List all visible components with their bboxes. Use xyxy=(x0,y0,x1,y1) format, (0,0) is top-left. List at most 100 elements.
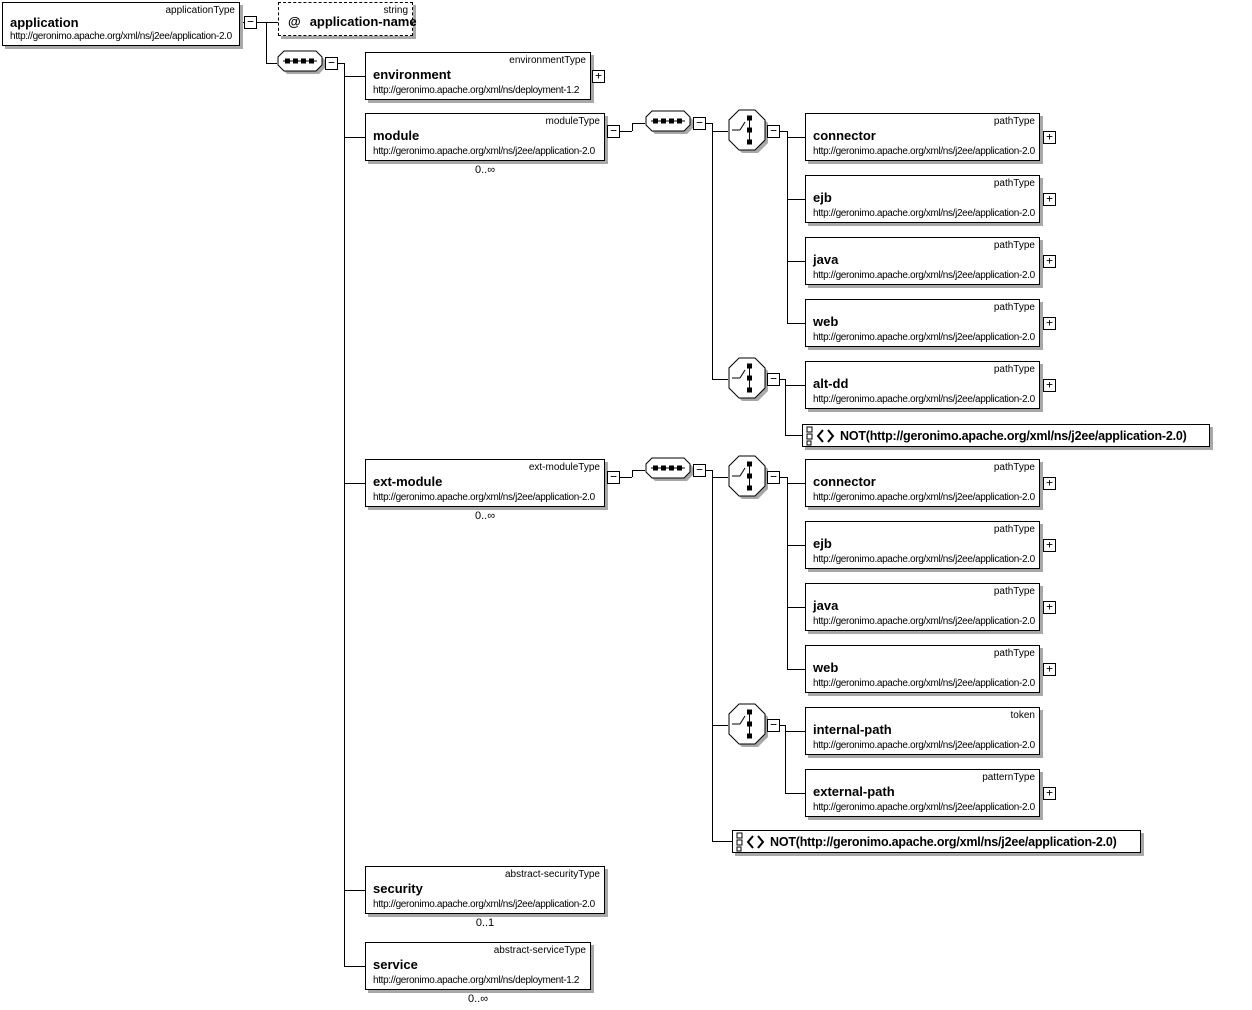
element-box-service[interactable]: abstract-serviceType service http://gero… xyxy=(365,942,591,990)
attribute-type-label: string xyxy=(383,5,408,16)
connector-line xyxy=(344,483,365,484)
element-box-module-ejb[interactable]: pathType ejb http://geronimo.apache.org/… xyxy=(805,175,1040,223)
collapse-button[interactable]: − xyxy=(607,471,620,484)
sequence-connector[interactable] xyxy=(277,50,327,81)
expand-button[interactable]: + xyxy=(1043,131,1056,144)
choice-connector[interactable] xyxy=(728,703,770,754)
connector-line xyxy=(256,22,278,23)
attribute-at-icon: @ xyxy=(288,14,301,29)
expand-button[interactable]: + xyxy=(1043,663,1056,676)
expand-button[interactable]: + xyxy=(1043,539,1056,552)
connector-line xyxy=(344,890,365,891)
sequence-connector[interactable] xyxy=(645,110,695,141)
expand-button[interactable]: + xyxy=(1043,379,1056,392)
expand-button[interactable]: + xyxy=(1043,193,1056,206)
expand-button[interactable]: + xyxy=(1043,477,1056,490)
sequence-connector[interactable] xyxy=(645,457,695,488)
connector-line xyxy=(712,841,732,842)
element-box-external-path[interactable]: patternType external-path http://geronim… xyxy=(805,769,1040,817)
element-type-label: moduleType xyxy=(545,116,600,127)
element-box-module[interactable]: moduleType module http://geronimo.apache… xyxy=(365,113,605,161)
connector-line xyxy=(712,725,728,726)
any-wildcard-box[interactable]: NOT(http://geronimo.apache.org/xml/ns/j2… xyxy=(802,424,1210,447)
element-type-label: patternType xyxy=(982,772,1035,783)
element-name: java xyxy=(813,598,839,613)
connector-line xyxy=(619,477,632,478)
collapse-glyph: − xyxy=(610,124,617,137)
element-box-module-web[interactable]: pathType web http://geronimo.apache.org/… xyxy=(805,299,1040,347)
collapse-button[interactable]: − xyxy=(693,464,706,477)
element-box-security[interactable]: abstract-securityType security http://ge… xyxy=(365,866,605,914)
element-box-ext-connector[interactable]: pathType connector http://geronimo.apach… xyxy=(805,459,1040,507)
element-namespace: http://geronimo.apache.org/xml/ns/j2ee/a… xyxy=(813,554,1035,565)
connector-line xyxy=(787,483,805,484)
element-name: ext-module xyxy=(373,474,443,489)
connector-line xyxy=(712,131,728,132)
choice-connector[interactable] xyxy=(728,357,770,408)
element-box-module-java[interactable]: pathType java http://geronimo.apache.org… xyxy=(805,237,1040,285)
collapse-glyph: − xyxy=(770,718,777,731)
element-box-ext-module[interactable]: ext-moduleType ext-module http://geronim… xyxy=(365,459,605,507)
expand-button[interactable]: + xyxy=(1043,787,1056,800)
collapse-button[interactable]: − xyxy=(325,57,338,70)
element-name: module xyxy=(373,128,420,143)
expand-glyph: + xyxy=(1046,662,1053,675)
element-box-ext-ejb[interactable]: pathType ejb http://geronimo.apache.org/… xyxy=(805,521,1040,569)
connector-line xyxy=(632,123,633,131)
attribute-box-application-name[interactable]: string @ application-name xyxy=(278,2,417,36)
connector-line xyxy=(785,793,805,794)
element-name: web xyxy=(813,314,839,329)
element-namespace: http://geronimo.apache.org/xml/ns/j2ee/a… xyxy=(373,146,595,157)
element-namespace: http://geronimo.apache.org/xml/ns/j2ee/a… xyxy=(813,678,1035,689)
expand-glyph: + xyxy=(1046,130,1053,143)
collapse-button[interactable]: − xyxy=(693,117,706,130)
collapse-button[interactable]: − xyxy=(244,16,257,29)
element-box-application[interactable]: applicationType application http://geron… xyxy=(2,2,240,46)
connector-line xyxy=(785,731,805,732)
collapse-glyph: − xyxy=(610,470,617,483)
collapse-button[interactable]: − xyxy=(767,471,780,484)
element-namespace: http://geronimo.apache.org/xml/ns/j2ee/a… xyxy=(813,740,1035,751)
collapse-button[interactable]: − xyxy=(607,125,620,138)
collapse-glyph: − xyxy=(770,470,777,483)
connector-line xyxy=(632,123,645,124)
connector-line xyxy=(240,22,244,23)
element-name: application xyxy=(10,15,79,30)
expand-button[interactable]: + xyxy=(592,70,605,83)
element-name: ejb xyxy=(813,190,832,205)
element-name: web xyxy=(813,660,839,675)
expand-glyph: + xyxy=(1046,316,1053,329)
attribute-name: @ application-name xyxy=(288,14,417,29)
connector-line xyxy=(337,63,344,64)
connector-line xyxy=(787,323,805,324)
collapse-button[interactable]: − xyxy=(767,125,780,138)
element-box-environment[interactable]: environmentType environment http://geron… xyxy=(365,52,591,100)
element-box-alt-dd[interactable]: pathType alt-dd http://geronimo.apache.o… xyxy=(805,361,1040,409)
expand-glyph: + xyxy=(1046,600,1053,613)
element-box-ext-web[interactable]: pathType web http://geronimo.apache.org/… xyxy=(805,645,1040,693)
connector-line xyxy=(712,470,713,841)
element-box-ext-java[interactable]: pathType java http://geronimo.apache.org… xyxy=(805,583,1040,631)
any-wildcard-box[interactable]: NOT(http://geronimo.apache.org/xml/ns/j2… xyxy=(732,830,1141,853)
element-box-module-connector[interactable]: pathType connector http://geronimo.apach… xyxy=(805,113,1040,161)
choice-connector[interactable] xyxy=(728,109,770,160)
expand-button[interactable]: + xyxy=(1043,317,1056,330)
element-box-internal-path[interactable]: token internal-path http://geronimo.apac… xyxy=(805,707,1040,755)
connector-line xyxy=(779,379,785,380)
choice-connector[interactable] xyxy=(728,455,770,506)
expand-button[interactable]: + xyxy=(1043,255,1056,268)
connector-line xyxy=(344,966,365,967)
attribute-name-text: application-name xyxy=(309,14,417,29)
expand-glyph: + xyxy=(1046,476,1053,489)
connector-line xyxy=(266,63,277,64)
element-namespace: http://geronimo.apache.org/xml/ns/j2ee/a… xyxy=(813,146,1035,157)
expand-button[interactable]: + xyxy=(1043,601,1056,614)
collapse-button[interactable]: − xyxy=(767,373,780,386)
connector-line xyxy=(632,470,645,471)
any-element-icon xyxy=(806,426,835,445)
element-type-label: pathType xyxy=(993,462,1035,473)
element-namespace: http://geronimo.apache.org/xml/ns/j2ee/a… xyxy=(813,492,1035,503)
collapse-button[interactable]: − xyxy=(767,719,780,732)
element-name: java xyxy=(813,252,839,267)
